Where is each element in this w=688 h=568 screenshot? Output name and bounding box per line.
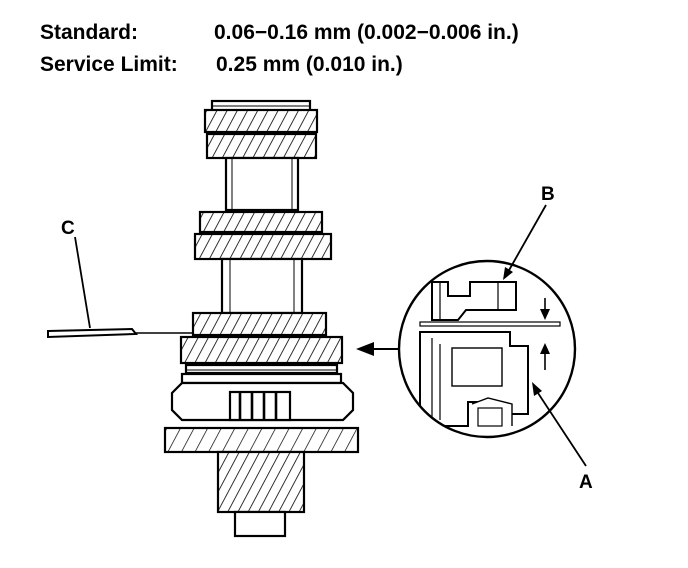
detail-arrow — [356, 342, 398, 356]
callout-b-label: B — [541, 184, 555, 205]
shaft-assembly — [163, 99, 360, 538]
callout-c-leader — [74, 236, 91, 329]
detail-magnifier — [397, 259, 577, 439]
callout-b-leader — [503, 204, 547, 280]
callout-a-label: A — [579, 472, 593, 493]
standard-label: Standard: — [40, 21, 139, 44]
callout-c-label: C — [61, 218, 75, 239]
callout-a-leader — [532, 382, 587, 467]
service-limit-value: 0.25 mm (0.010 in.) — [216, 53, 403, 76]
standard-value: 0.06−0.16 mm (0.002−0.006 in.) — [214, 21, 519, 44]
service-limit-label: Service Limit: — [40, 53, 178, 76]
feeler-gauge — [47, 327, 193, 339]
